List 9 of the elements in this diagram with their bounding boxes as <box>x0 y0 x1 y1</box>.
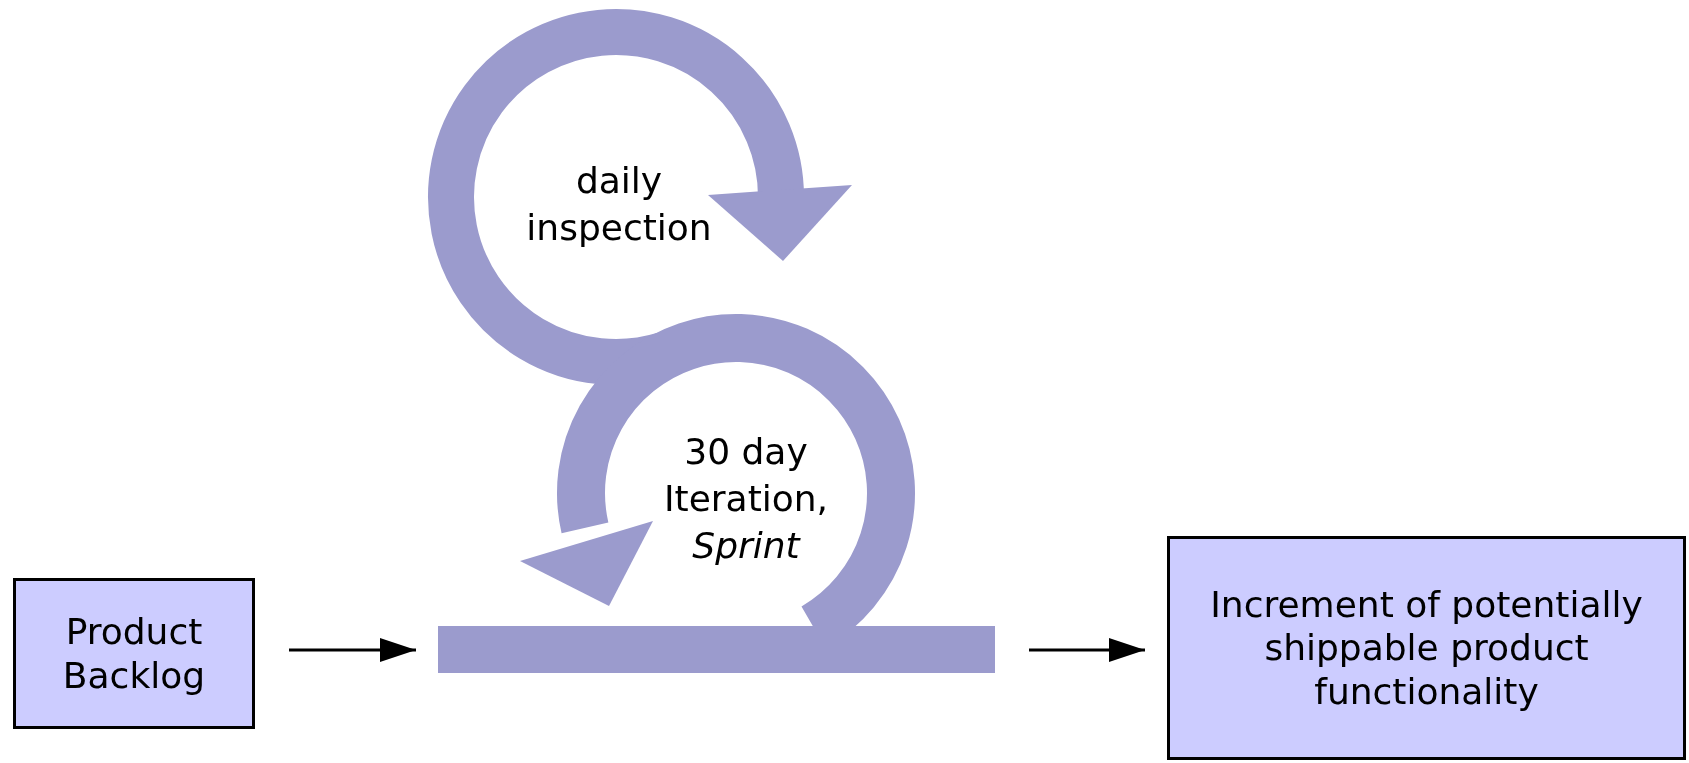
sprint-bar <box>438 626 995 673</box>
box-label: Increment of potentially shippable product functionality <box>1209 583 1644 713</box>
loop-label: 30 day Iteration, Sprint <box>662 429 830 568</box>
loop-label: daily inspection <box>525 159 713 250</box>
process-box <box>1167 536 1686 760</box>
box-label: Product Backlog <box>61 610 207 697</box>
process-box <box>13 578 255 729</box>
arrow <box>289 638 416 662</box>
arrow <box>1029 638 1145 662</box>
